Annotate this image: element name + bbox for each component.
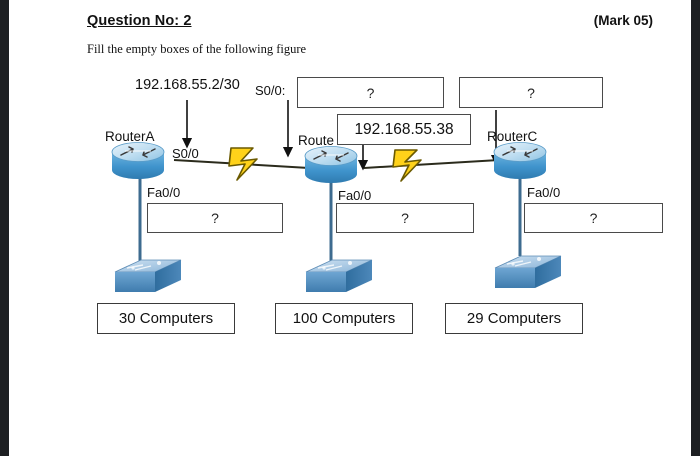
computer-count-box-mid: 100 Computers: [275, 303, 413, 334]
lan-label-c: Fa0/0: [527, 185, 561, 200]
computer-count-box-right: 29 Computers: [445, 303, 583, 334]
answer-box-top-right[interactable]: ?: [459, 77, 603, 108]
switch-icon-right: [494, 255, 562, 288]
router-label-c: RouterC: [487, 129, 538, 144]
computer-count-box-left: 30 Computers: [97, 303, 235, 334]
wan-bolt-right-icon: [392, 149, 422, 182]
instruction-text: Fill the empty boxes of the following fi…: [87, 42, 307, 56]
router-label-b: Route: [298, 133, 335, 148]
page-title: Question No: 2: [87, 13, 192, 29]
switch-icon-left: [114, 259, 182, 292]
page-edge-left: [0, 0, 9, 456]
serial-label-a: S0/0: [172, 146, 199, 161]
router-label-a: RouterA: [105, 129, 155, 144]
answer-box-ip-mid-filled[interactable]: 192.168.55.38: [337, 114, 471, 145]
router-icon-a: [111, 142, 165, 179]
lan-label-b: Fa0/0: [338, 188, 372, 203]
answer-box-lan-right[interactable]: ?: [524, 203, 663, 233]
mark-label: (Mark 05): [593, 13, 653, 28]
answer-box-top-mid[interactable]: ?: [297, 77, 444, 108]
lan-label-a: Fa0/0: [147, 185, 181, 200]
lan-drop-lines: [138, 172, 522, 262]
router-icon-b: [304, 146, 358, 183]
network-diagram: [111, 100, 562, 292]
serial-label-mid-prefix: S0/0:: [255, 83, 286, 98]
answer-box-lan-left[interactable]: ?: [147, 203, 283, 233]
ip-label-left: 192.168.55.2/30: [135, 77, 240, 93]
router-icon-c: [493, 142, 547, 179]
switch-icon-mid: [305, 259, 373, 292]
wan-bolt-left-icon: [228, 147, 258, 181]
answer-box-lan-mid[interactable]: ?: [336, 203, 474, 233]
page-edge-right: [691, 0, 700, 456]
page-canvas: Question No: 2 (Mark 05) Fill the empty …: [9, 0, 691, 456]
